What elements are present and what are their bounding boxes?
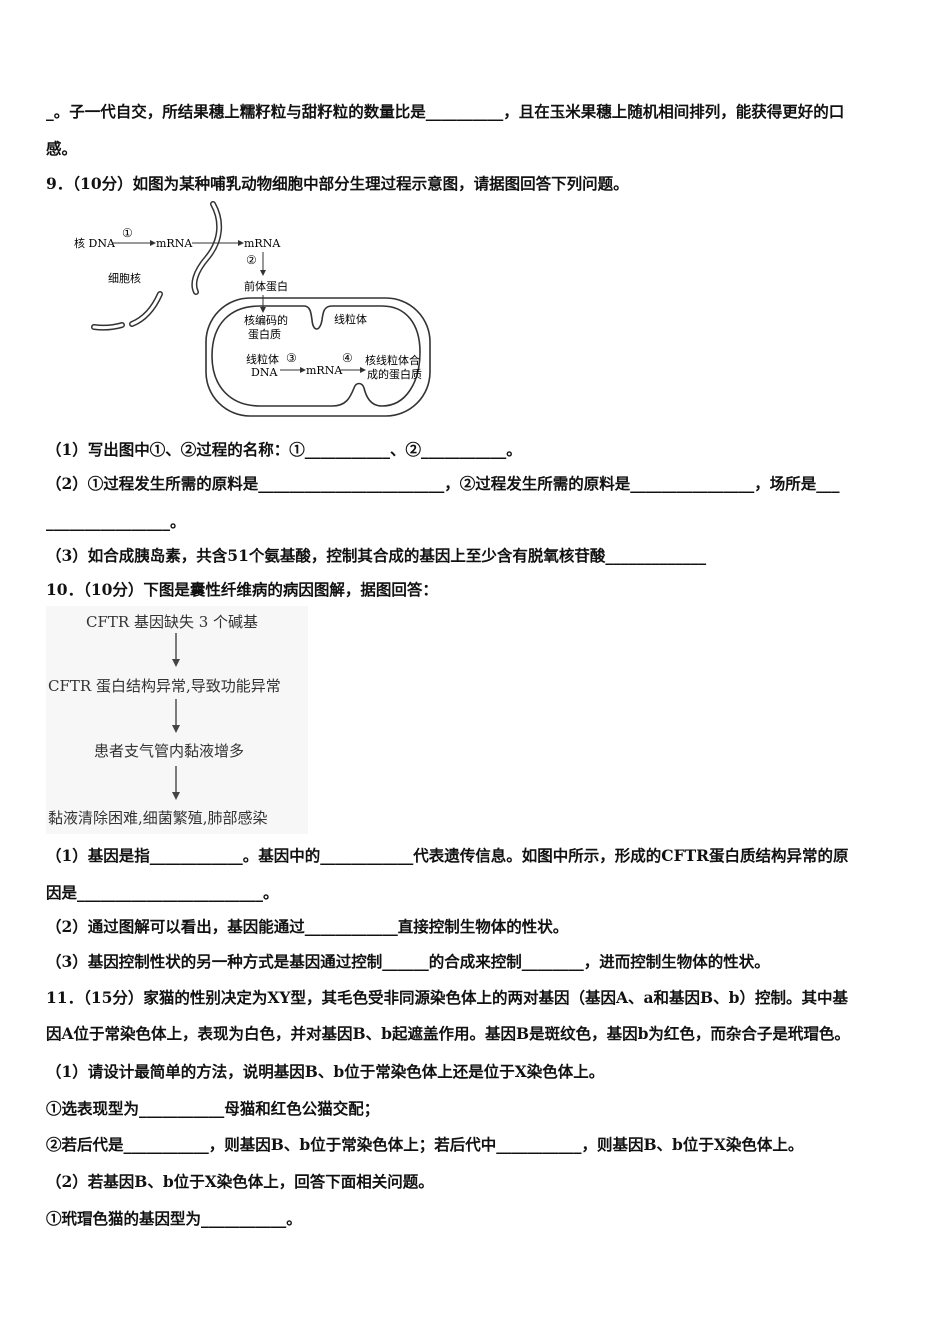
question-9-part-2-cont: ________________。 — [46, 512, 186, 531]
fig9-mt-dna-2: DNA — [251, 366, 278, 379]
fig9-nuclear-encoded-1: 核编码的 — [244, 313, 288, 327]
fig9-mitochondrion-outer — [205, 297, 431, 417]
fig9-product-2: 成的蛋白质 — [367, 367, 422, 381]
question-9-part-3: （3）如合成胰岛素，共含51个氨基酸，控制其合成的基因上至少含有脱氧核苷酸___… — [46, 546, 707, 565]
fig9-step1: ① — [122, 226, 133, 240]
fig9-nuclear-dna: 核 DNA — [74, 236, 116, 250]
text-line-2: 感。 — [46, 139, 78, 158]
question-10-part-2: （2）通过图解可以看出，基因能通过____________直接控制生物体的性状。 — [46, 917, 569, 936]
fig9-product-1: 核线粒体合 — [365, 353, 420, 367]
question-11-part-1a: ①选表现型为___________母猫和红色公猫交配； — [46, 1099, 380, 1118]
fig10-arrow-2 — [172, 699, 180, 733]
question-11-title-cont: 因A位于常染色体上，表现为白色，并对基因B、b起遮盖作用。基因B是斑纹色，基因b… — [46, 1024, 850, 1043]
question-11-title: 11．（15分）家猫的性别决定为XY型，其毛色受非同源染色体上的两对基因（基因A… — [46, 988, 848, 1007]
fig9-step3: ③ — [286, 351, 297, 365]
fig9-mrna-2: mRNA — [244, 237, 281, 250]
fig9-mrna-3: mRNA — [306, 364, 343, 377]
question-9-part-2: （2）①过程发生所需的原料是________________________，②… — [46, 474, 840, 493]
question-11-part-1: （1）请设计最简单的方法，说明基因B、b位于常染色体上还是位于X染色体上。 — [46, 1062, 605, 1081]
figure-10-flowchart: CFTR 基因缺失 3 个碱基 CFTR 蛋白结构异常,导致功能异常 患者支气管… — [46, 606, 308, 834]
question-9-part-1: （1）写出图中①、②过程的名称：①___________、②__________… — [46, 440, 522, 459]
fig10-box-4: 黏液清除困难,细菌繁殖,肺部感染 — [48, 809, 268, 827]
fig9-step4: ④ — [342, 351, 353, 365]
fig9-nucleus-label: 细胞核 — [108, 271, 141, 285]
question-10-part-3: （3）基因控制性状的另一种方式是基因通过控制______的合成来控制______… — [46, 952, 770, 971]
fig10-arrow-1 — [172, 633, 180, 667]
question-11-part-2: （2）若基因B、b位于X染色体上，回答下面相关问题。 — [46, 1172, 434, 1191]
fig9-nuclear-encoded-2: 蛋白质 — [248, 327, 281, 341]
question-11-part-2a: ①玳瑁色猫的基因型为___________。 — [46, 1209, 302, 1228]
question-10-part-1-cont: 因是________________________。 — [46, 883, 279, 902]
text-line-1: _。子一代自交，所结果穗上糯籽粒与甜籽粒的数量比是__________，且在玉米… — [46, 102, 845, 121]
question-9-title: 9．（10分）如图为某种哺乳动物细胞中部分生理过程示意图，请据图回答下列问题。 — [46, 174, 629, 193]
fig10-arrow-3 — [172, 766, 180, 800]
question-11-part-1b: ②若后代是___________，则基因B、b位于常染色体上；若后代中_____… — [46, 1135, 804, 1154]
fig9-mt-dna-1: 线粒体 — [246, 352, 279, 366]
fig10-box-3: 患者支气管内黏液增多 — [94, 742, 245, 760]
fig9-mrna-1: mRNA — [156, 237, 193, 250]
question-10-title: 10．（10分）下图是囊性纤维病的病因图解，据图回答： — [46, 580, 438, 599]
fig9-step2: ② — [246, 253, 257, 267]
fig9-precursor-protein: 前体蛋白 — [244, 279, 288, 293]
fig10-box-1: CFTR 基因缺失 3 个碱基 — [86, 613, 259, 631]
figure-9-diagram: 核 DNA ① mRNA mRNA ② 细胞核 前体蛋白 核编码的 蛋白质 线粒… — [70, 200, 440, 425]
fig10-box-2: CFTR 蛋白结构异常,导致功能异常 — [48, 677, 281, 695]
fig9-mitochondrion-inner — [211, 305, 421, 407]
question-10-part-1: （1）基因是指____________。基因中的____________代表遗传… — [46, 846, 849, 865]
fig9-mitochondrion-label: 线粒体 — [334, 312, 367, 326]
